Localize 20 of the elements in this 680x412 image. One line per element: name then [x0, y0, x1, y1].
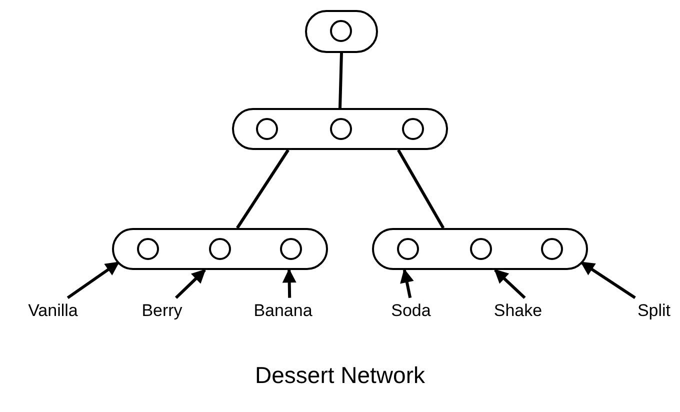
- arrow: [400, 268, 414, 298]
- connector-line: [338, 52, 343, 108]
- node-label: Berry: [137, 300, 187, 322]
- arrow: [282, 268, 296, 298]
- node-label: Shake: [492, 300, 544, 322]
- arrow: [494, 268, 526, 299]
- node-label: Split: [632, 300, 676, 322]
- arrow: [66, 261, 120, 300]
- arrow: [580, 261, 636, 300]
- rounded-box: [232, 108, 448, 150]
- rounded-box: [305, 10, 378, 53]
- node-label: Banana: [250, 300, 316, 322]
- caption: Dessert Network: [255, 361, 425, 390]
- node-label: Vanilla: [18, 300, 88, 322]
- rounded-box: [372, 228, 588, 270]
- arrow: [174, 268, 206, 299]
- rounded-box: [112, 228, 328, 270]
- node-label: Soda: [389, 300, 433, 322]
- connector-line: [236, 149, 290, 229]
- connector-line: [397, 149, 445, 229]
